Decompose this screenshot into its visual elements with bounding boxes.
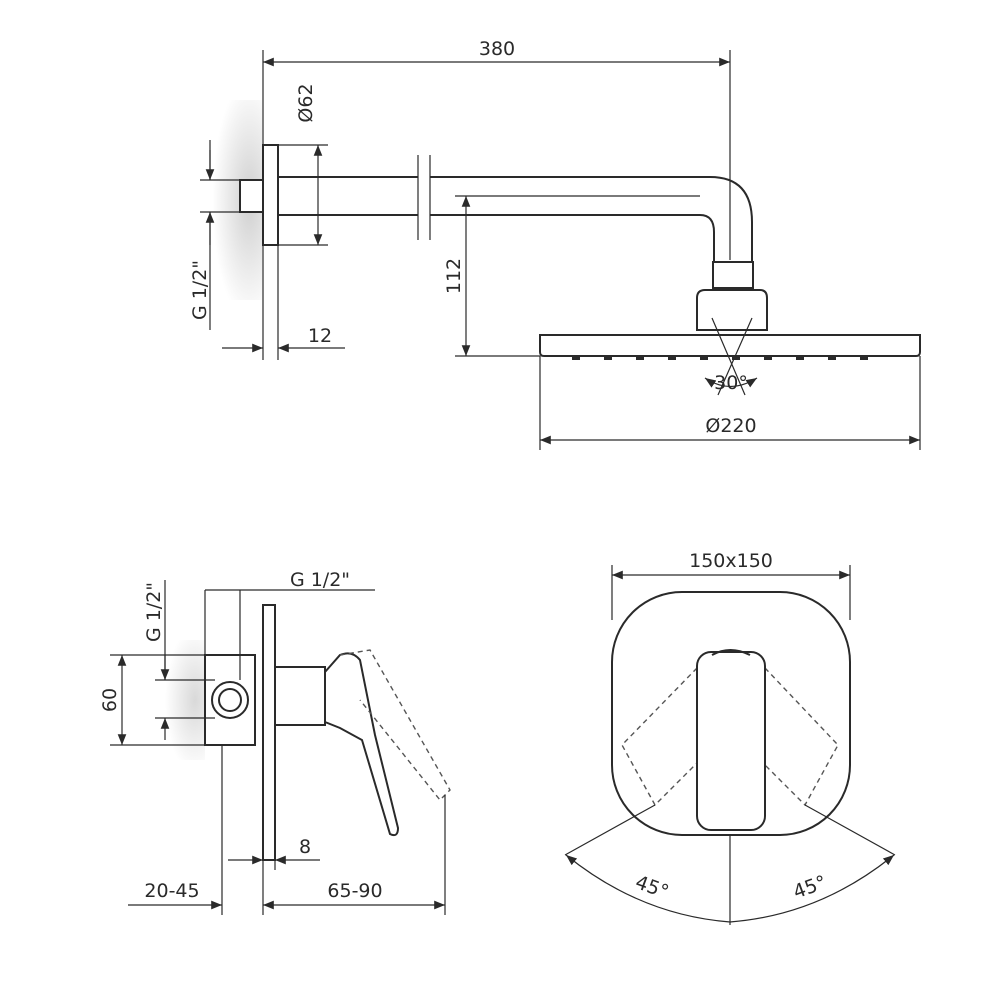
nozzle	[668, 356, 676, 360]
nozzle	[860, 356, 868, 360]
arm-pipe	[278, 176, 753, 262]
mixer-lever	[324, 652, 400, 837]
cover-plate	[262, 604, 276, 861]
nozzle	[572, 356, 580, 360]
dim-flange-depth: 12	[308, 325, 332, 347]
dim-rotation-left: 45°	[632, 871, 671, 903]
dim-drop: 112	[443, 258, 465, 294]
dim-inlet-thread: G 1/2"	[143, 582, 165, 642]
nozzle	[732, 356, 740, 360]
swivel-nut	[712, 261, 754, 289]
lever-rotated-outline	[339, 649, 451, 802]
dim-plate-thickness: 8	[299, 836, 311, 858]
lever-rotated-outlines	[621, 667, 839, 807]
dim-projection: 65-90	[327, 880, 382, 902]
nozzle	[636, 356, 644, 360]
dim-arm-thread: G 1/2"	[189, 260, 211, 320]
nozzle	[604, 356, 612, 360]
nozzle	[764, 356, 772, 360]
dim-head-diameter: Ø220	[705, 415, 756, 437]
dim-flange-diameter: Ø62	[295, 83, 317, 122]
shower-head-plate	[539, 334, 921, 357]
wall-flange	[262, 144, 279, 246]
head-connector	[696, 289, 768, 331]
mixer-front-view: 150x150 45° 45°	[564, 550, 896, 925]
dim-height: 60	[99, 688, 121, 712]
dim-spray-angle: 30°	[714, 372, 748, 394]
mixer-body	[274, 666, 326, 726]
valve-inlet	[211, 681, 249, 719]
nozzle	[828, 356, 836, 360]
dim-arm-length: 380	[479, 38, 515, 60]
mixer-side-view: G 1/2" G 1/2" 60 8 20-45 65-90	[99, 569, 451, 915]
dim-embed-depth: 20-45	[144, 880, 199, 902]
nozzle	[796, 356, 804, 360]
shower-arm-view: 380 Ø62 G 1/2" 12 112 30° Ø220	[189, 38, 921, 450]
thread-connector	[239, 179, 264, 213]
nozzle	[700, 356, 708, 360]
front-lever	[696, 651, 766, 831]
nozzles	[572, 356, 868, 360]
dim-plate-size: 150x150	[689, 550, 773, 572]
dim-outlet-thread: G 1/2"	[290, 569, 350, 591]
break-lines	[417, 155, 431, 240]
